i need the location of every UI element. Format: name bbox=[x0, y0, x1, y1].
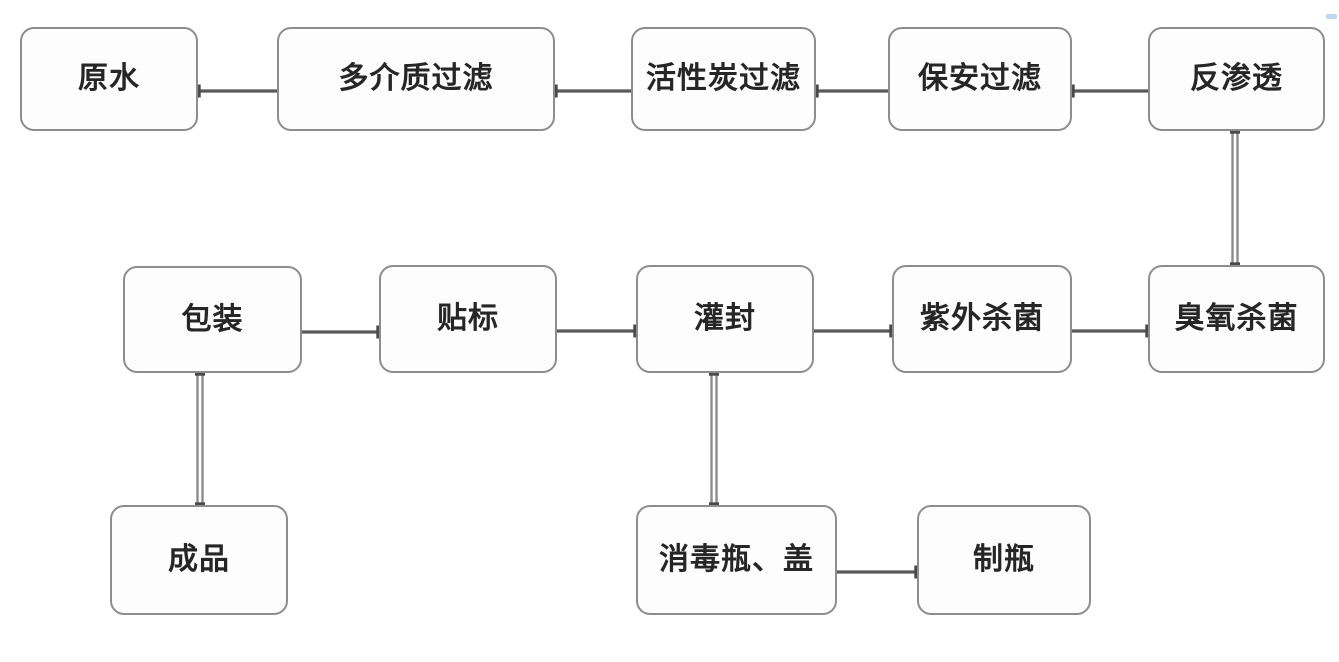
connector-reverse-osmosis-to-ozone-steril bbox=[1230, 130, 1240, 266]
connector-bottle-making-to-sterilize-bottle-cap bbox=[837, 565, 918, 579]
node-multimedia-filter[interactable]: 多介质过滤 bbox=[277, 27, 555, 131]
node-label-packaging: 包装 bbox=[181, 302, 244, 336]
node-packaging[interactable]: 包装 bbox=[123, 266, 302, 373]
node-uv-steril[interactable]: 紫外杀菌 bbox=[892, 265, 1072, 373]
node-label-reverse-osmosis: 反渗透 bbox=[1190, 62, 1283, 95]
node-label-sterilize-bottle-cap: 消毒瓶、盖 bbox=[659, 543, 814, 576]
node-label-labeling: 贴标 bbox=[437, 302, 499, 335]
node-reverse-osmosis[interactable]: 反渗透 bbox=[1148, 27, 1325, 131]
scan-artifact-mark bbox=[1326, 14, 1337, 19]
connector-carbon-filter-to-security-filter bbox=[815, 84, 888, 98]
connector-raw-water-to-multimedia-filter bbox=[197, 84, 277, 98]
node-label-bottle-making: 制瓶 bbox=[973, 543, 1035, 576]
node-carbon-filter[interactable]: 活性炭过滤 bbox=[631, 27, 816, 131]
node-label-uv-steril: 紫外杀菌 bbox=[920, 302, 1044, 335]
connector-filling-sealing-to-labeling bbox=[557, 324, 637, 338]
connector-labeling-to-packaging bbox=[302, 325, 380, 339]
connector-packaging-to-finished-product bbox=[195, 372, 205, 506]
node-label-security-filter: 保安过滤 bbox=[918, 62, 1042, 95]
node-label-multimedia-filter: 多介质过滤 bbox=[338, 62, 494, 95]
node-labeling[interactable]: 贴标 bbox=[379, 265, 557, 373]
node-sterilize-bottle-cap[interactable]: 消毒瓶、盖 bbox=[636, 505, 837, 615]
connector-multimedia-filter-to-carbon-filter bbox=[554, 84, 631, 98]
connector-ozone-steril-to-uv-steril bbox=[1072, 324, 1149, 338]
node-security-filter[interactable]: 保安过滤 bbox=[888, 27, 1072, 131]
node-ozone-steril[interactable]: 臭氧杀菌 bbox=[1148, 265, 1325, 373]
connector-sterilize-bottle-cap-to-filling bbox=[709, 372, 719, 506]
node-bottle-making[interactable]: 制瓶 bbox=[917, 505, 1091, 615]
connector-uv-steril-to-filling-sealing bbox=[814, 324, 893, 338]
node-filling-sealing[interactable]: 灌封 bbox=[636, 265, 814, 373]
node-label-ozone-steril: 臭氧杀菌 bbox=[1174, 302, 1299, 335]
connector-security-filter-to-reverse-osmosis bbox=[1071, 84, 1148, 98]
node-label-filling-sealing: 灌封 bbox=[694, 302, 756, 335]
node-raw-water[interactable]: 原水 bbox=[20, 27, 198, 131]
node-label-carbon-filter: 活性炭过滤 bbox=[646, 62, 801, 95]
node-label-raw-water: 原水 bbox=[78, 62, 140, 95]
node-finished-product[interactable]: 成品 bbox=[110, 505, 288, 615]
node-label-finished-product: 成品 bbox=[168, 543, 230, 576]
